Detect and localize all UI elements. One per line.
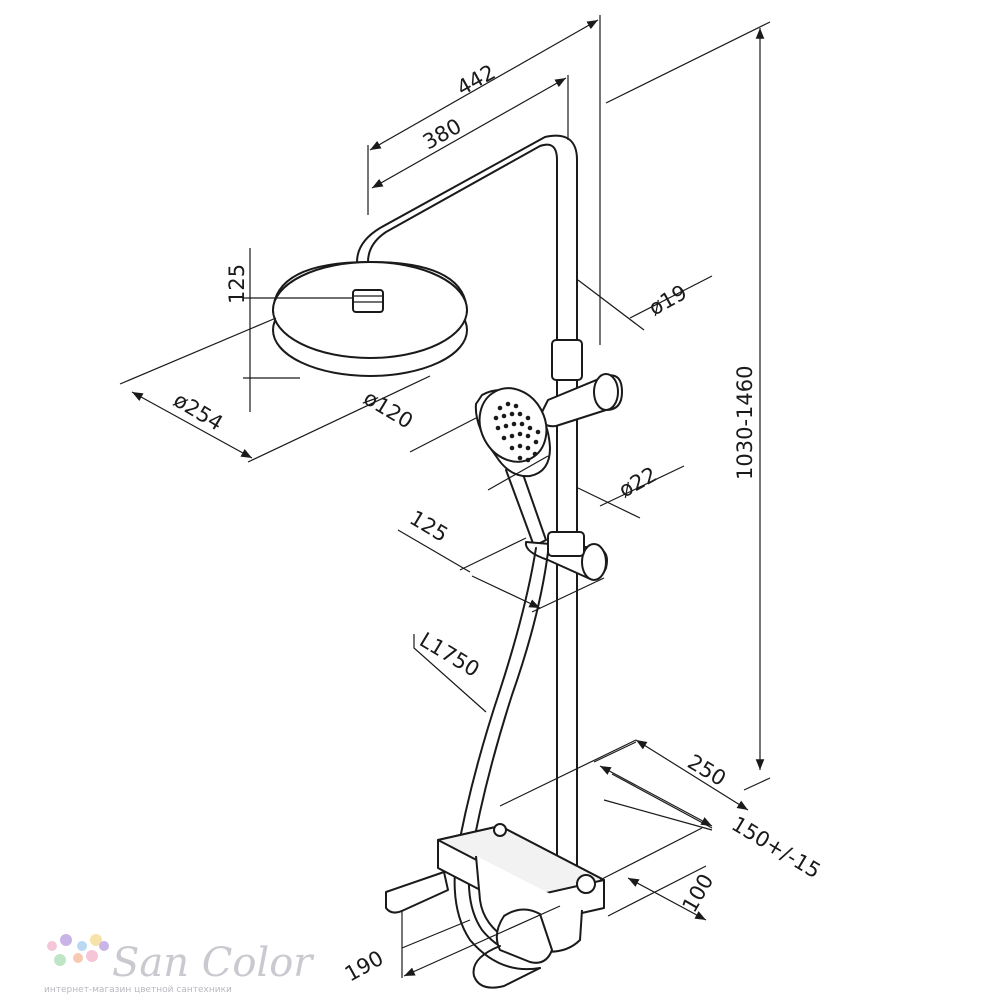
dim-125-holder: 125 xyxy=(405,506,452,547)
bath-spout xyxy=(385,871,449,914)
logo-dot xyxy=(99,941,109,951)
watermark-logo: San Color интернет-магазин цветной санте… xyxy=(44,934,315,995)
logo-dot xyxy=(60,934,72,946)
logo-dots xyxy=(47,934,109,966)
dim-height-range: 1030-1460 xyxy=(733,366,757,480)
logo-dot xyxy=(86,950,98,962)
slide-rail xyxy=(551,339,583,879)
logo-dot xyxy=(90,934,102,946)
shower-hose xyxy=(453,547,549,971)
overhead-shower-head xyxy=(272,261,468,377)
logo-dot xyxy=(77,941,87,951)
hand-shower xyxy=(474,387,551,547)
logo-dot xyxy=(73,953,83,963)
dim-centers: 150+/-15 xyxy=(727,812,824,884)
dim-handshower-dia: ø120 xyxy=(359,386,417,434)
upper-rail-holder xyxy=(540,373,623,428)
logo-tagline: интернет-магазин цветной сантехники xyxy=(44,985,232,995)
spray-nozzles xyxy=(493,401,541,463)
dim-pipe-dia: ø19 xyxy=(645,280,691,320)
dimension-lines xyxy=(119,15,771,978)
dim-442: 442 xyxy=(453,60,500,100)
logo-dot xyxy=(47,941,57,951)
dim-190: 190 xyxy=(341,946,388,986)
logo-brand-name: San Color xyxy=(112,940,315,986)
mixer-lever xyxy=(472,908,553,989)
dim-rail-dia: ø22 xyxy=(615,462,661,502)
dim-125-head-drop: 125 xyxy=(225,264,249,304)
dim-hose-length: L1750 xyxy=(415,628,483,682)
sliding-holder xyxy=(524,531,608,581)
logo-dot xyxy=(54,954,66,966)
